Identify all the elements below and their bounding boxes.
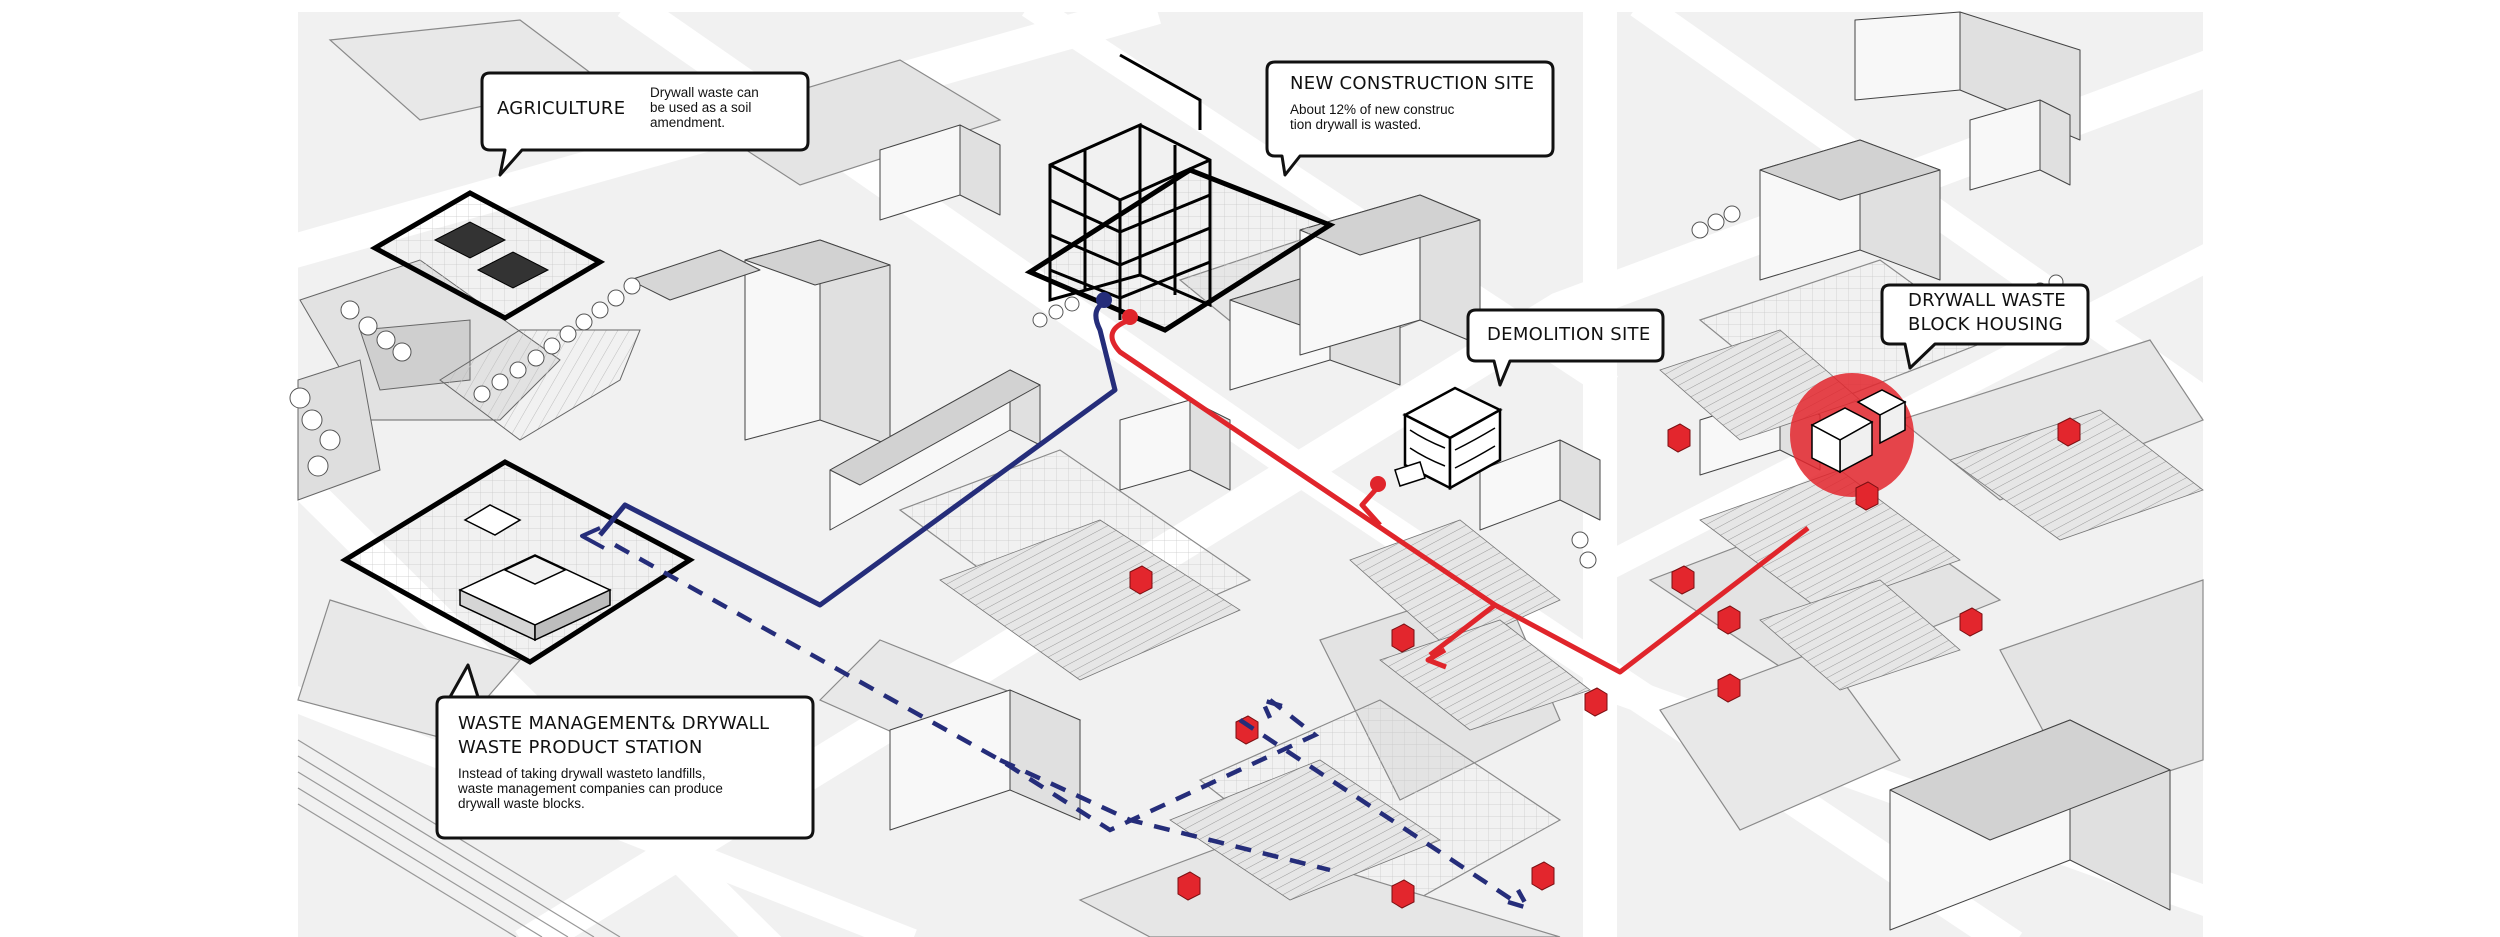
trees (289, 205, 2064, 569)
agriculture-parcel (369, 190, 606, 321)
demolition-site (1394, 386, 1503, 491)
red-route (1109, 309, 1810, 675)
agriculture-title: AGRICULTURE (497, 98, 626, 119)
blue-route-start-marker (1096, 292, 1112, 308)
housing-texture (939, 329, 2204, 901)
demolition-title: DEMOLITION SITE (1487, 324, 1651, 345)
agriculture-callout: AGRICULTURE (497, 97, 625, 121)
agriculture-bubble (480, 71, 810, 177)
new-construction-site (1024, 53, 1336, 333)
red-route-demolition-marker (1370, 476, 1386, 492)
waste-management-bubble (435, 663, 815, 840)
block-housing-bubble (1880, 283, 2090, 370)
demolition-bubble (1466, 308, 1665, 387)
block-housing-title-line2: BLOCK HOUSING (1908, 314, 2063, 335)
waste-management-title-line2: WASTE PRODUCT STATION (458, 737, 703, 758)
new-construction-callout: NEW CONSTRUCTION SITE About 12% of new c… (1290, 73, 1535, 132)
block-housing-callout: DRYWALL WASTE BLOCK HOUSING (1908, 289, 2066, 337)
block-housing-title-line1: DRYWALL WASTE (1908, 290, 2066, 311)
buildings (629, 11, 2171, 931)
blue-route (580, 292, 1118, 608)
demolition-callout: DEMOLITION SITE (1487, 323, 1651, 347)
waste-management-callout: WASTE MANAGEMENT& DRYWALL WASTE PRODUCT … (458, 713, 770, 811)
new-construction-title: NEW CONSTRUCTION SITE (1290, 73, 1535, 94)
new-construction-bubble (1265, 60, 1555, 177)
agriculture-description: Drywall waste can be used as a soil amen… (650, 85, 759, 130)
blue-dashed-route (613, 543, 1533, 912)
waste-management-title-line1: WASTE MANAGEMENT& DRYWALL (458, 713, 770, 734)
rail-tracks (297, 739, 621, 937)
waste-management-parcel (340, 459, 695, 665)
red-route-start-marker (1122, 309, 1138, 325)
red-houses (1129, 417, 2081, 909)
callout-bubbles (435, 60, 2090, 840)
block-housing-highlight (1790, 373, 1914, 497)
